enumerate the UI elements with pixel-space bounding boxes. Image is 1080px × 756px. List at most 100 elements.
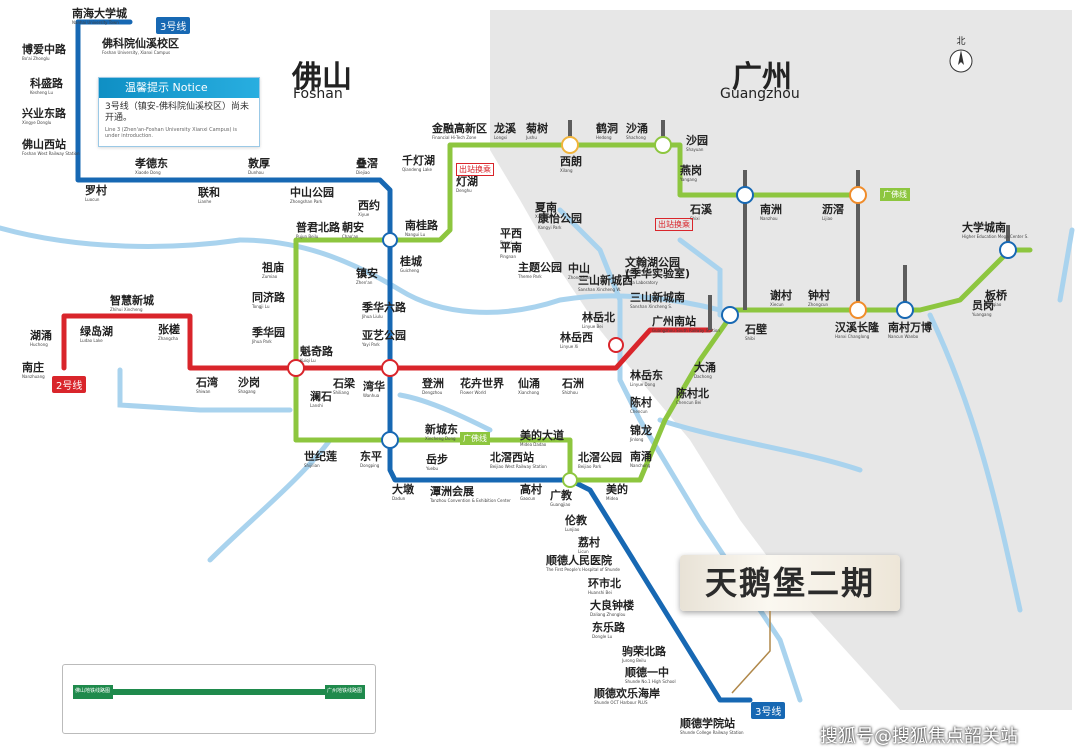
station-name-cn: 文翰湖公园 xyxy=(625,256,680,269)
station-name-en: Jurong Beilu xyxy=(622,658,647,663)
station-name-cn: 北滘公园 xyxy=(578,451,622,464)
station-name-cn: 三山新城南 xyxy=(630,291,685,304)
station-name-en: Yuangang xyxy=(972,312,992,317)
city-label-foshan-cn: 佛山 xyxy=(292,60,352,95)
compass-label: 北 xyxy=(956,37,966,47)
station-name-cn: 驹荣北路 xyxy=(622,645,666,658)
station-name-en: Diejiao xyxy=(356,170,370,175)
station-name-cn: 兴业东路 xyxy=(22,107,66,120)
station-name-en: Jushu xyxy=(526,135,537,140)
station-name-cn: 南涌 xyxy=(630,450,652,463)
station-name-en: Guangzhou South Railway Station xyxy=(652,328,720,333)
station-name-cn: 平南 xyxy=(500,241,522,254)
station-name-en: Higher Education Mega Center S. xyxy=(962,234,1029,239)
station-name-en: Shizhou xyxy=(562,390,578,395)
station-name-cn: 康怡公园 xyxy=(538,212,582,225)
station-name-cn: 南村万博 xyxy=(888,321,932,334)
station-name-cn: 大学城南 xyxy=(962,221,1006,234)
station-name-en: Beijiao Park xyxy=(578,464,602,469)
station-name-cn: 平西 xyxy=(500,227,522,240)
station-name-cn: 伦教 xyxy=(565,514,587,527)
legend-title-left: 佛山地铁线路图 xyxy=(75,688,111,694)
notice-text-en: Line 3 (Zhen'an-Foshan University Xianxi… xyxy=(105,127,238,139)
station-name-cn: 林岳东 xyxy=(630,369,663,382)
station-name-en: Lunjiao xyxy=(565,527,580,532)
station-name-cn: 南洲 xyxy=(760,203,782,216)
station-name-cn: 大涌 xyxy=(694,361,716,374)
station-name-cn: 潭洲会展 xyxy=(430,485,474,498)
station-name-cn: 龙溪 xyxy=(494,122,516,135)
station-name-en: Shibi xyxy=(745,336,755,341)
station-name-cn: 顺德欢乐海岸 xyxy=(594,687,660,700)
legend-title-right: 广州地铁线路图 xyxy=(327,688,363,694)
station-name-en: Kuiqi Lu xyxy=(300,358,316,363)
station-name-en: Licun xyxy=(578,549,589,554)
station-name-en: Sanshan Xincheng W. xyxy=(578,287,622,292)
station-name-cn: 石梁 xyxy=(333,377,355,390)
station-name-en: Ludao Lake xyxy=(80,338,103,343)
station-name-cn: 沙涌 xyxy=(626,122,648,135)
station-name-cn: 岳步 xyxy=(426,453,448,466)
line2-badge: 2号线 xyxy=(52,376,87,393)
station-name-en: Shijilian xyxy=(304,463,320,468)
station-name-cn: 智慧新城 xyxy=(110,294,154,307)
station-name-cn: 澜石 xyxy=(310,390,332,403)
station-name-cn: 主题公园 xyxy=(518,261,562,274)
station-name-en: Huchong xyxy=(30,342,48,347)
station-name-en: Tanzhou Convention & Exhibition Center xyxy=(430,498,511,503)
station-name-cn: 美的大道 xyxy=(520,429,564,442)
city-label-foshan-en: Foshan xyxy=(293,86,343,102)
station-name-cn: 登洲 xyxy=(422,377,444,390)
station-name-en: Nanchong xyxy=(630,463,651,468)
station-name-en: Wenhan Lake Park xyxy=(625,269,662,274)
city-label-guangzhou-en: Guangzhou xyxy=(720,86,800,102)
station-name-cn: 中山 xyxy=(568,262,590,275)
station-name-en: Huanshi Bei xyxy=(588,590,612,595)
station-name-en: Shachong xyxy=(626,135,646,140)
station-name-en: Dachong xyxy=(694,374,712,379)
station-name-en: Jihua Liulu xyxy=(362,314,383,319)
station-name-cn: 板桥 xyxy=(985,289,1007,302)
station-name-cn: 三山新城西 xyxy=(578,274,633,287)
station-name-cn: 孝德东 xyxy=(135,157,168,170)
station-name-cn: 顺德一中 xyxy=(625,666,669,679)
brand-pointer xyxy=(731,611,771,694)
notice-box: 温馨提示 Notice 3号线（镇安-佛科院仙溪校区）尚未开通。 Line 3 … xyxy=(98,77,260,147)
station-name-cn: 林岳西 xyxy=(560,331,593,344)
